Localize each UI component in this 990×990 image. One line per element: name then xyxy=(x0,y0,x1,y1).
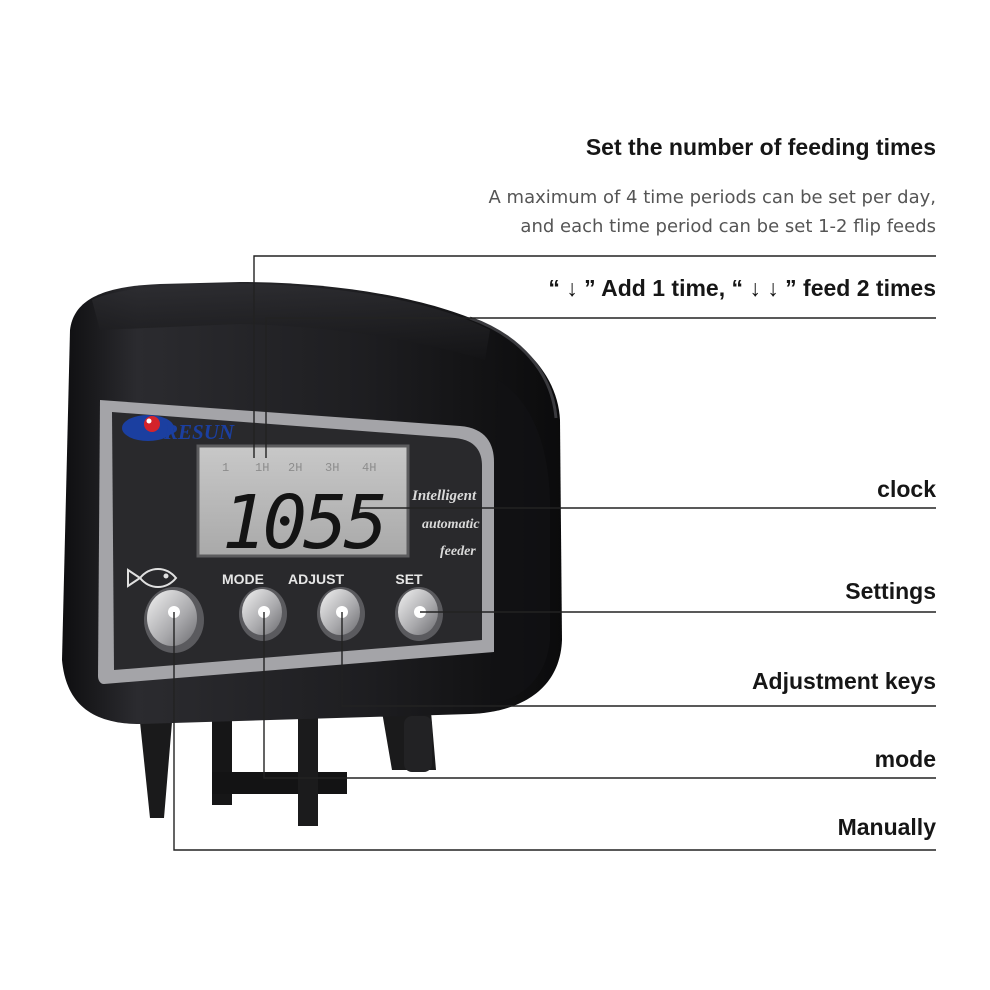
adjust-label: ADJUST xyxy=(288,571,344,587)
svg-text:3H: 3H xyxy=(325,461,339,475)
mode-label: MODE xyxy=(222,571,264,587)
svg-text:Intelligent: Intelligent xyxy=(411,488,477,504)
resun-logo: RESUN xyxy=(122,415,235,444)
lcd-time: 1055 xyxy=(222,480,385,566)
feeding-times-title: Set the number of feeding times xyxy=(585,134,936,160)
callout-line-mode xyxy=(263,612,936,779)
callout-line-manually xyxy=(173,612,936,851)
callout-line-flip xyxy=(265,317,936,458)
svg-text:1H: 1H xyxy=(255,461,269,475)
svg-text:2H: 2H xyxy=(288,461,302,475)
callout-lines xyxy=(173,255,936,851)
flip-feed-info: “ ↓ ” Add 1 time, “ ↓ ↓ ” feed 2 times xyxy=(548,275,936,301)
fish-icon xyxy=(127,568,178,588)
callout-line-adjustment xyxy=(341,612,936,707)
svg-text:1: 1 xyxy=(222,461,229,475)
svg-text:feeder: feeder xyxy=(440,544,476,559)
mode-button[interactable] xyxy=(239,587,287,641)
clock-label: clock xyxy=(877,476,936,502)
svg-text:automatic: automatic xyxy=(422,517,480,532)
adjust-button[interactable] xyxy=(317,587,365,641)
feeding-times-desc-2: and each time period can be set 1-2 flip… xyxy=(520,216,936,237)
feeding-times-desc-1: A maximum of 4 time periods can be set p… xyxy=(488,187,937,208)
lcd-display: 1 1H 2H 3H 4H 1055 xyxy=(196,444,410,566)
brand-text: RESUN xyxy=(163,420,235,444)
tagline: Intelligent automatic feeder xyxy=(411,488,480,559)
mode-callout-label: mode xyxy=(874,746,936,772)
callout-line-feeding-times xyxy=(253,255,936,458)
svg-text:4H: 4H xyxy=(362,461,376,475)
set-button[interactable] xyxy=(395,587,443,641)
settings-label: Settings xyxy=(845,578,936,604)
manually-label: Manually xyxy=(837,814,936,840)
adjustment-keys-label: Adjustment keys xyxy=(751,668,936,694)
set-label: SET xyxy=(395,571,423,587)
